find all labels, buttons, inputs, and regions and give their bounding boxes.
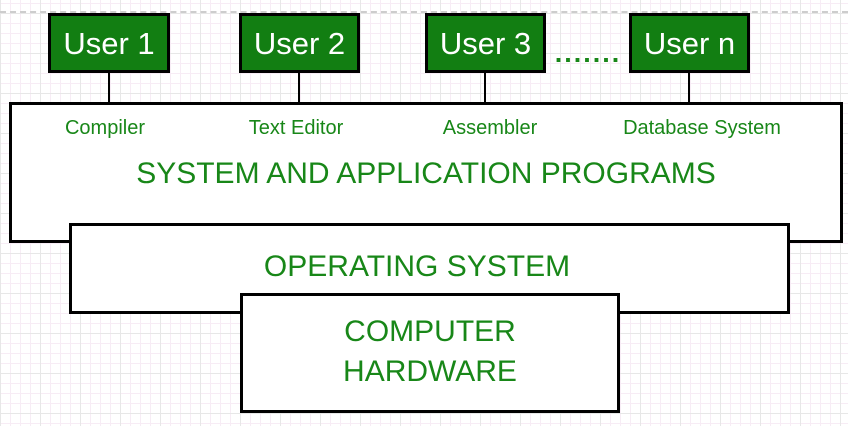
computer-hardware-title: COMPUTER HARDWARE bbox=[240, 312, 620, 392]
user-n-label: User n bbox=[643, 25, 736, 61]
program-label-text-editor: Text Editor bbox=[248, 117, 344, 139]
user3-box: User 3 bbox=[425, 13, 546, 73]
connector-user2 bbox=[298, 72, 300, 104]
user1-label: User 1 bbox=[63, 25, 155, 61]
dashed-guide-line bbox=[0, 11, 848, 13]
connector-user-n bbox=[688, 72, 690, 104]
connector-user1 bbox=[108, 72, 110, 104]
user3-label: User 3 bbox=[439, 25, 532, 61]
operating-system-title: OPERATING SYSTEM bbox=[263, 250, 571, 283]
ellipsis-dots: ....... bbox=[554, 38, 622, 68]
system-programs-title: SYSTEM AND APPLICATION PROGRAMS bbox=[136, 157, 716, 190]
connector-user3 bbox=[484, 72, 486, 104]
program-label-compiler: Compiler bbox=[64, 117, 146, 139]
program-label-assembler: Assembler bbox=[442, 117, 538, 139]
program-label-database-system: Database System bbox=[623, 117, 781, 139]
computer-hardware-box bbox=[240, 293, 620, 413]
user1-box: User 1 bbox=[48, 13, 170, 73]
user2-label: User 2 bbox=[253, 25, 346, 61]
hardware-line-1: COMPUTER bbox=[344, 315, 516, 348]
hardware-line-2: HARDWARE bbox=[343, 355, 517, 388]
user-n-box: User n bbox=[629, 13, 750, 73]
user2-box: User 2 bbox=[239, 13, 360, 73]
